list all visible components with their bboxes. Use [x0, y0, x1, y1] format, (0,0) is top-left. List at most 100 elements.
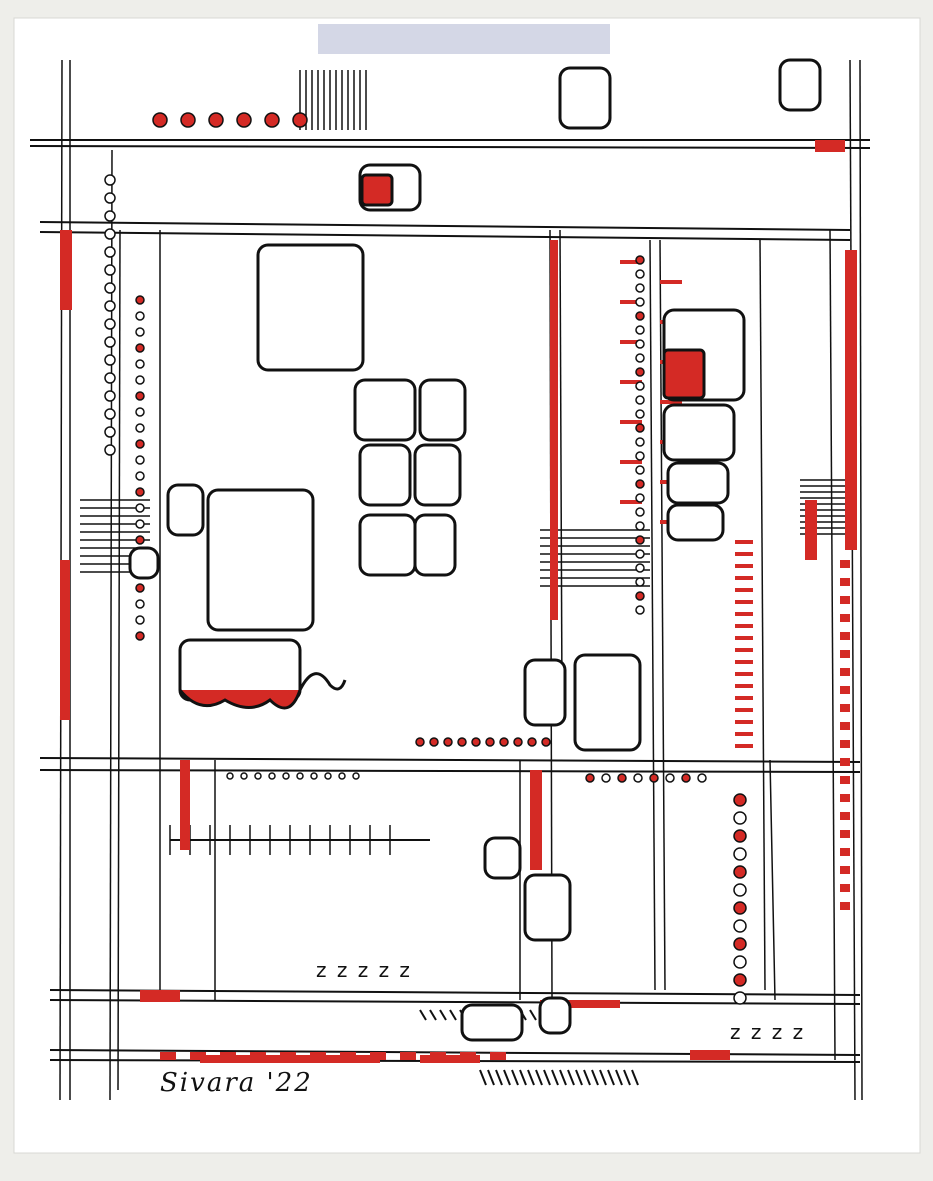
red-bar	[460, 1052, 476, 1060]
dot	[104, 372, 116, 384]
dot	[635, 255, 645, 265]
face-box	[778, 58, 822, 112]
dot	[633, 773, 643, 783]
squiggle	[298, 672, 347, 691]
ink-line	[487, 1069, 495, 1086]
red-bar	[620, 340, 642, 344]
ink-line	[527, 1069, 535, 1086]
dot	[324, 772, 332, 780]
dot	[443, 737, 453, 747]
dot	[541, 737, 551, 747]
dot	[135, 423, 145, 433]
dot	[104, 426, 116, 438]
dot	[635, 283, 645, 293]
red-bar	[735, 624, 753, 628]
red-bar	[735, 540, 753, 544]
red-bar	[735, 648, 753, 652]
red-bar	[160, 1052, 176, 1060]
dot	[135, 295, 145, 305]
dot	[180, 112, 196, 128]
face-box	[538, 996, 572, 1035]
dot	[527, 737, 537, 747]
ink-line	[859, 59, 863, 1101]
red-bar	[370, 1052, 386, 1060]
dot	[254, 772, 262, 780]
ink-line	[535, 1069, 543, 1086]
ink-line	[567, 1069, 575, 1086]
dot	[135, 519, 145, 529]
dot	[635, 297, 645, 307]
ink-line	[519, 1069, 527, 1086]
red-bar	[60, 560, 70, 720]
dot	[635, 577, 645, 587]
ink-line	[591, 1069, 599, 1086]
dot	[485, 737, 495, 747]
dot	[135, 583, 145, 593]
dot	[135, 311, 145, 321]
red-bar	[660, 400, 682, 404]
face-box	[358, 443, 412, 507]
dot	[635, 325, 645, 335]
dot	[635, 563, 645, 573]
face-box	[558, 66, 612, 130]
dot	[152, 112, 168, 128]
ink-line	[615, 1069, 623, 1086]
dot	[135, 631, 145, 641]
red-bar	[530, 770, 542, 870]
dot	[135, 375, 145, 385]
dot	[104, 210, 116, 222]
red-bar	[60, 230, 72, 310]
red-bar	[620, 260, 642, 264]
red-bar	[490, 1052, 506, 1060]
ink-line	[449, 1009, 457, 1021]
dot	[282, 772, 290, 780]
red-bar	[840, 578, 850, 586]
dot	[292, 112, 308, 128]
ink-line	[583, 1069, 591, 1086]
dot	[104, 354, 116, 366]
face-box	[206, 488, 315, 632]
dot	[104, 390, 116, 402]
red-bar	[840, 704, 850, 712]
dot	[135, 407, 145, 417]
ink-line	[575, 1069, 583, 1086]
dot	[733, 883, 747, 897]
red-accents	[60, 140, 857, 1063]
dot	[135, 599, 145, 609]
dot	[135, 615, 145, 625]
dot	[665, 773, 675, 783]
dot	[499, 737, 509, 747]
face-box	[662, 348, 706, 400]
dot	[471, 737, 481, 747]
red-bar	[735, 684, 753, 688]
dot	[635, 381, 645, 391]
dot	[135, 439, 145, 449]
dot	[635, 549, 645, 559]
dot	[264, 112, 280, 128]
ink-line	[599, 1069, 607, 1086]
red-bar	[815, 140, 845, 152]
face-box	[573, 653, 642, 752]
red-bar	[340, 1052, 356, 1060]
face-box	[256, 243, 365, 372]
red-bar	[735, 744, 753, 748]
face-box	[353, 378, 417, 442]
dot	[635, 507, 645, 517]
red-bar	[840, 596, 850, 604]
ink-line	[29, 145, 871, 149]
ink-line	[607, 1069, 615, 1086]
dot	[733, 973, 747, 987]
face-boxes	[128, 58, 822, 1042]
dot	[104, 228, 116, 240]
ink-line	[543, 1069, 551, 1086]
ink-line	[117, 229, 121, 1091]
dot	[104, 192, 116, 204]
face-box	[523, 658, 567, 727]
dot	[104, 282, 116, 294]
ink-line	[39, 769, 861, 773]
red-bar	[550, 240, 558, 620]
dot	[635, 311, 645, 321]
red-bar	[280, 1052, 296, 1060]
red-bar	[690, 1050, 730, 1060]
